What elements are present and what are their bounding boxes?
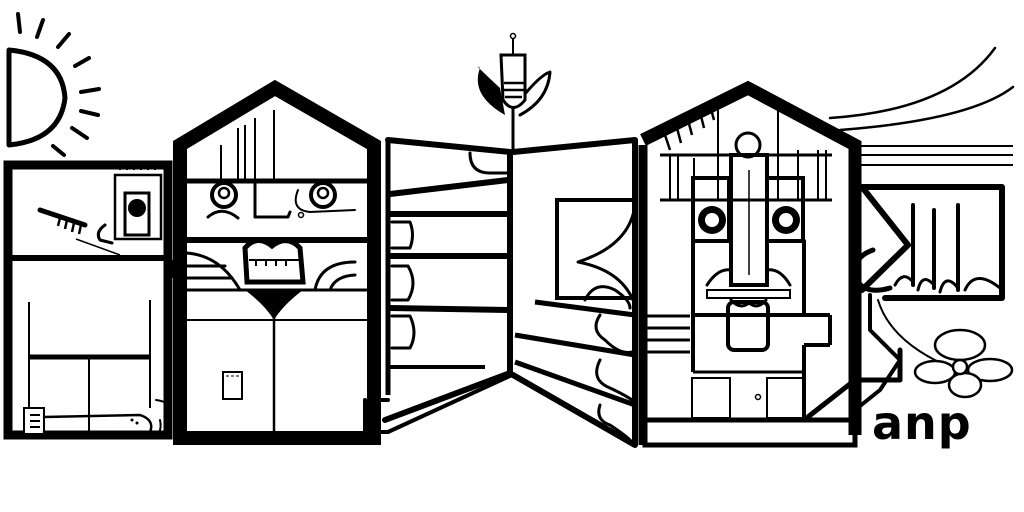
face-house-left [173,79,381,445]
hand-icon [852,184,1005,412]
left-house [3,160,179,440]
small-flower-icon [913,328,1014,399]
sun-icon [6,12,101,157]
logo-text: anp [872,396,972,450]
center-book [363,137,638,448]
flower-icon [477,32,552,152]
face-house-right [638,80,903,448]
wind-lines [828,46,1015,166]
